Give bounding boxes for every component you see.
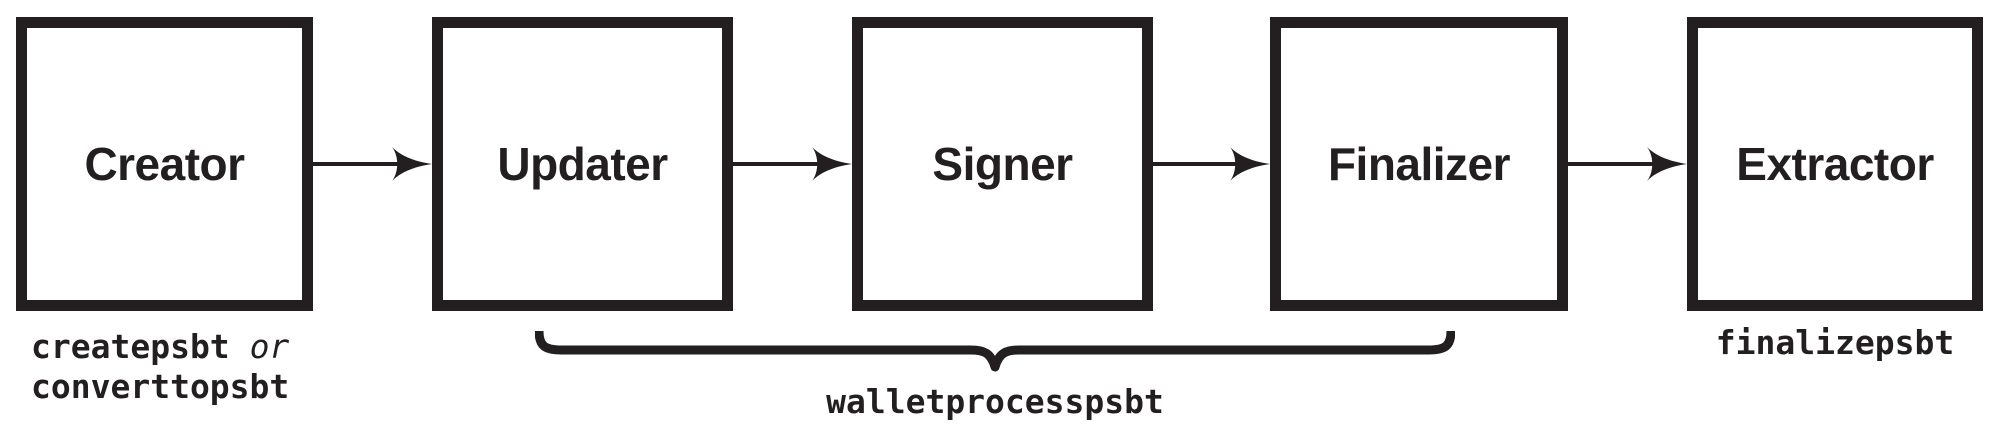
right-arrow-icon bbox=[1568, 147, 1687, 181]
converttopsbt-command: converttopsbt bbox=[31, 367, 290, 406]
creator-command-line-2: converttopsbt bbox=[31, 367, 289, 407]
createpsbt-command: createpsbt bbox=[31, 327, 230, 366]
right-arrow-icon bbox=[1153, 147, 1270, 181]
stage-label-updater: Updater bbox=[497, 138, 668, 190]
creator-command-line-1: createpsbt or bbox=[31, 327, 289, 367]
stage-label-signer: Signer bbox=[932, 138, 1073, 190]
stage-label-creator: Creator bbox=[84, 138, 245, 190]
stage-box-extractor: Extractor bbox=[1687, 17, 1983, 311]
right-arrow-icon bbox=[733, 147, 852, 181]
walletprocesspsbt-annotation: walletprocesspsbt bbox=[826, 382, 1164, 421]
stage-label-extractor: Extractor bbox=[1736, 138, 1934, 190]
creator-commands-annotation: createpsbt or converttopsbt bbox=[31, 327, 289, 407]
finalizepsbt-annotation: finalizepsbt bbox=[1715, 323, 1955, 362]
right-arrow-icon bbox=[313, 147, 432, 181]
underbrace-icon bbox=[535, 330, 1455, 372]
stage-label-finalizer: Finalizer bbox=[1327, 138, 1511, 190]
or-conjunction: or bbox=[249, 327, 290, 366]
stage-box-finalizer: Finalizer bbox=[1270, 17, 1568, 311]
stage-box-creator: Creator bbox=[16, 17, 313, 311]
stage-box-signer: Signer bbox=[852, 17, 1153, 311]
stage-box-updater: Updater bbox=[432, 17, 733, 311]
